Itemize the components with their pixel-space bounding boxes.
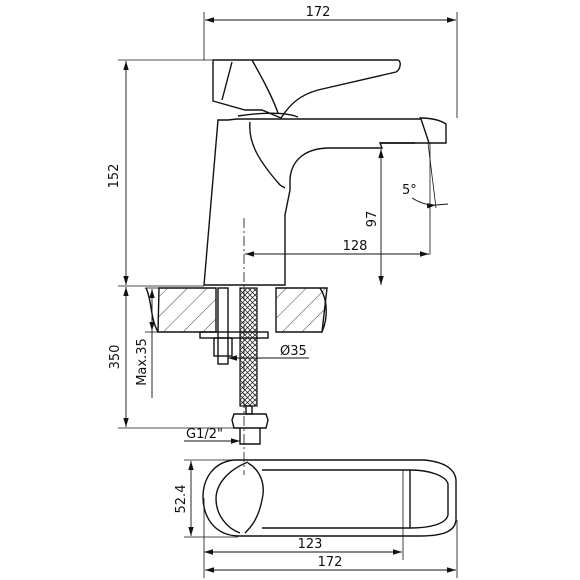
deck-section [145,287,328,445]
mounting-nut [199,331,269,339]
dimension-labels: 172 152 97 128 5° 350 Max.35 Ø35 G1/2" 5… [107,5,417,570]
faucet-handle [212,59,401,119]
spout-tilt-line [427,142,437,209]
dim-deck-thickness: Max.35 [135,338,150,386]
dim-tilt: 5° [402,183,417,198]
hose-connector-nut [231,413,269,429]
deck-left [157,287,217,333]
deck-right [275,287,328,333]
faucet-plan-view [202,459,457,537]
dim-spout-reach: 128 [343,239,368,254]
dim-plan-depth: 52.4 [174,485,189,514]
dimension-lines [118,12,458,578]
dim-hole-diameter: Ø35 [280,344,307,359]
fixing-stud [217,287,229,365]
dim-spout-height: 97 [365,211,380,228]
dim-bottom-width: 172 [318,555,343,570]
handle-accent [251,59,279,114]
dim-plan-reach: 123 [298,537,323,552]
faucet-elevation-view [203,59,447,475]
dim-top-width: 172 [306,5,331,20]
flexible-hose [239,287,258,407]
plan-outline [202,459,457,537]
dim-hose-length: 350 [108,345,123,370]
dim-thread: G1/2" [186,427,223,442]
dim-height: 152 [107,164,122,189]
